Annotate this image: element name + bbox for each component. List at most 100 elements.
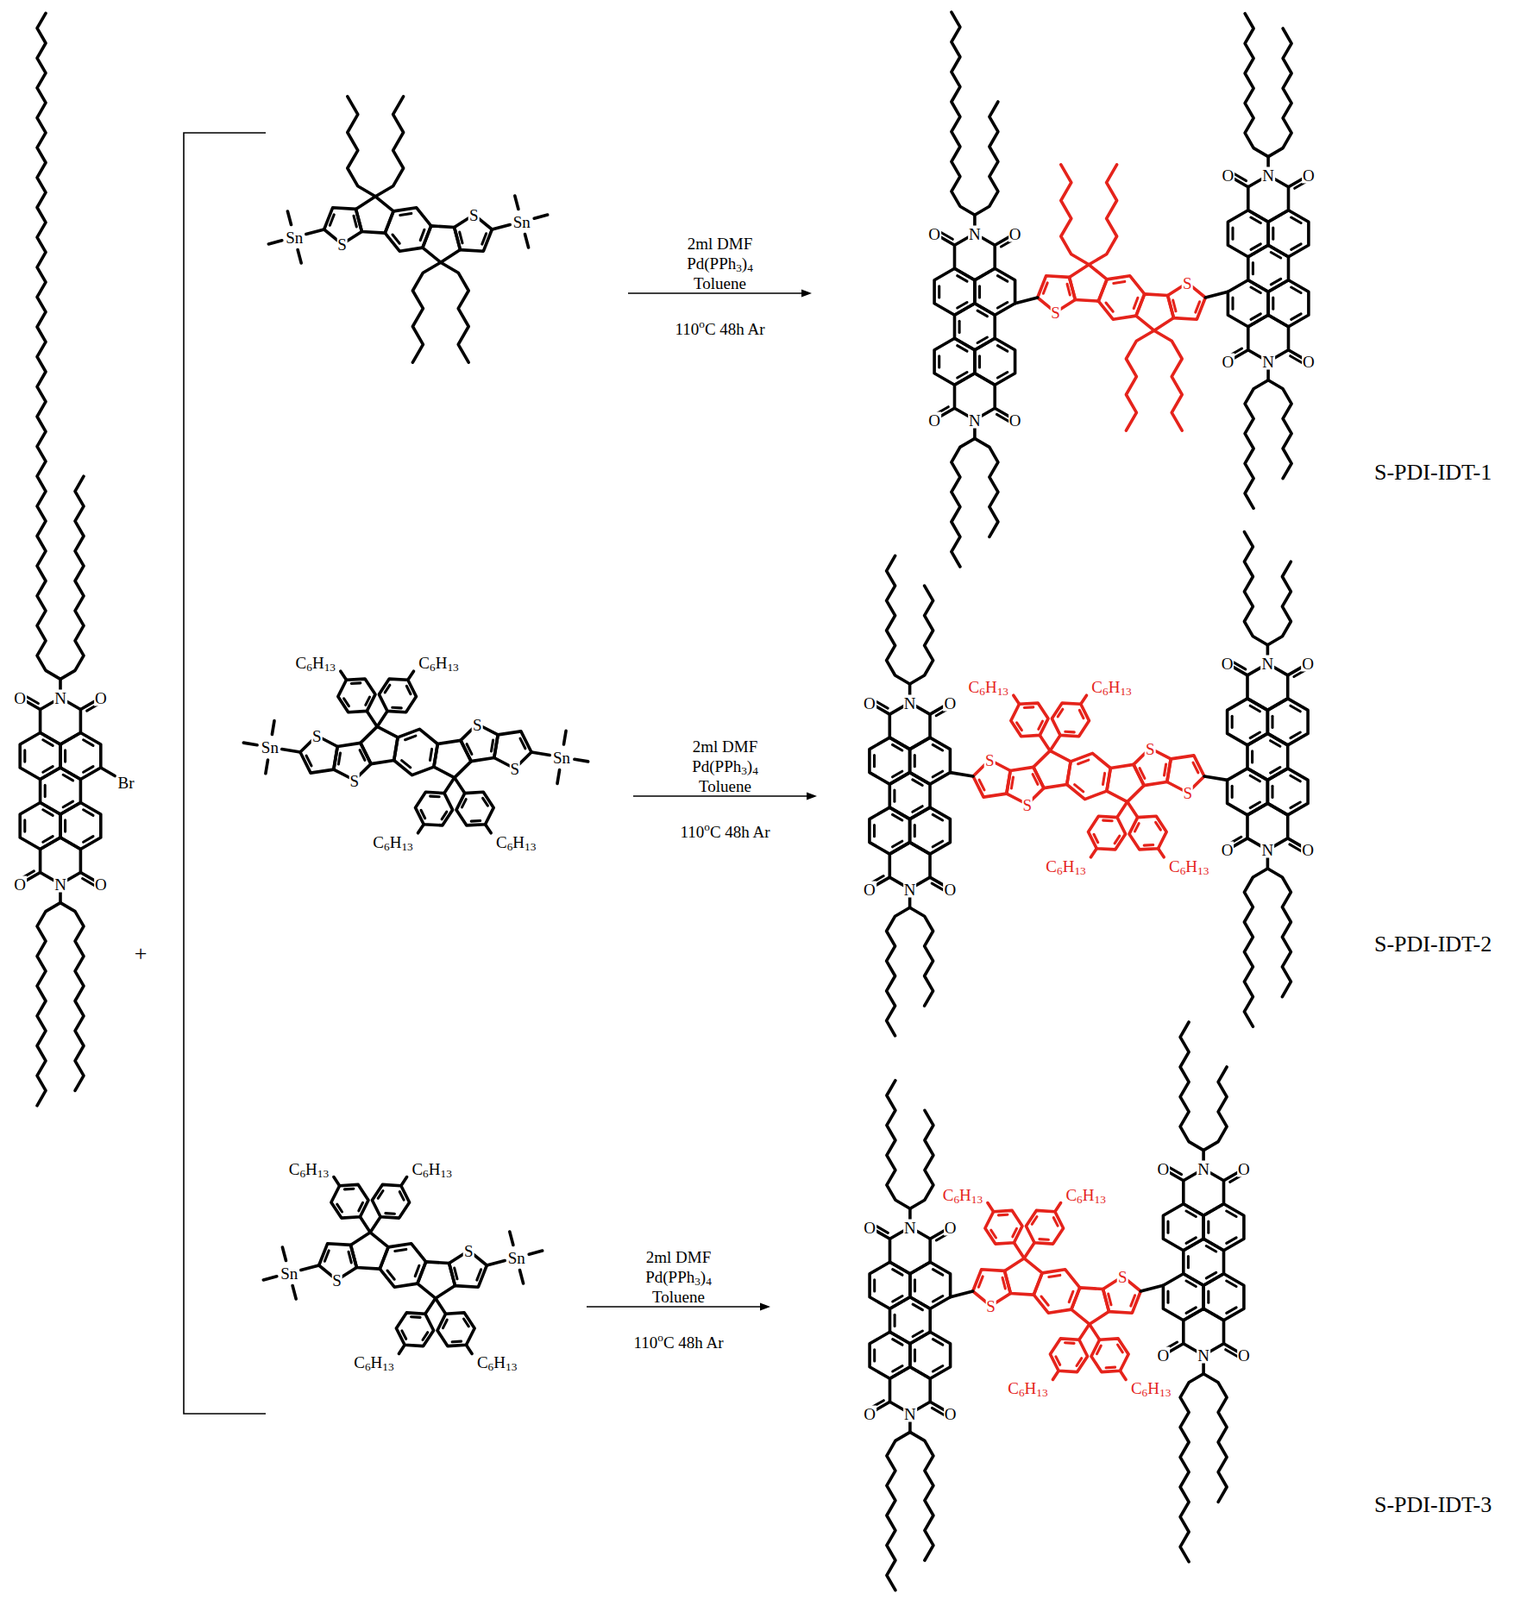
double-bond	[430, 748, 433, 761]
alkyl-chain	[1154, 330, 1182, 431]
double-bond	[422, 1332, 428, 1341]
double-bond	[873, 1280, 876, 1292]
double-bond	[351, 681, 361, 685]
double-bond	[1193, 762, 1199, 773]
double-bond	[1291, 314, 1301, 321]
alkyl-chain	[1180, 1374, 1204, 1563]
reaction-condition: 110oC 48h Ar	[632, 1334, 724, 1351]
double-bond	[443, 1319, 448, 1328]
atom-label: S	[336, 236, 348, 253]
double-bond	[1103, 772, 1106, 785]
bond-line	[1140, 1285, 1163, 1292]
atom-label: O	[1156, 1161, 1171, 1178]
bond-line	[376, 710, 388, 727]
bond-line	[949, 772, 974, 777]
bond-line	[1013, 695, 1020, 704]
double-bond	[1130, 1295, 1136, 1307]
double-bond	[957, 345, 968, 352]
reaction-condition: 110oC 48h Ar	[678, 823, 771, 841]
double-bond	[1226, 1211, 1237, 1218]
double-bond	[1231, 227, 1234, 239]
double-bond	[329, 214, 334, 226]
double-bond	[1135, 823, 1140, 832]
ring-bonds	[1025, 1210, 1063, 1244]
reaction-arrow	[633, 795, 808, 797]
double-bond	[1143, 843, 1154, 848]
bond-line	[425, 1298, 436, 1314]
ring-bonds	[1088, 816, 1126, 850]
atom-label: O	[1220, 841, 1235, 859]
alkyl-chain	[1203, 1374, 1227, 1503]
double-bond	[414, 1265, 420, 1276]
ring-bonds	[1011, 703, 1049, 737]
substituent-label: C6H13	[288, 1160, 330, 1177]
atom-label: N	[903, 880, 918, 898]
methyl-line	[268, 240, 283, 245]
double-bond	[1031, 1217, 1037, 1226]
bond-line	[435, 1298, 447, 1314]
substituent-label: C6H13	[417, 654, 459, 672]
atom-label: O	[862, 694, 877, 711]
bond-line	[301, 1265, 320, 1271]
arrow-head	[806, 792, 817, 801]
bond-line	[398, 1344, 405, 1354]
atom-label: O	[862, 880, 877, 898]
atom-label: N	[1261, 841, 1276, 859]
double-bond	[466, 744, 472, 755]
double-bond	[482, 233, 487, 245]
double-bond	[958, 320, 962, 333]
atom-label: S	[508, 760, 521, 778]
methyl-line	[564, 730, 567, 745]
methyl-line	[520, 1270, 524, 1285]
double-bond	[62, 774, 73, 781]
alkyl-chain	[886, 907, 911, 1037]
atom-label: O	[1300, 655, 1315, 673]
bond-line	[531, 752, 550, 756]
double-bond	[359, 750, 365, 761]
bond-line	[401, 1177, 408, 1187]
double-bond	[1074, 785, 1084, 792]
atom-label: N	[967, 225, 982, 242]
double-bond	[1041, 1296, 1049, 1306]
double-bond	[1067, 283, 1070, 296]
alkyl-chain	[910, 1432, 934, 1561]
atom-label: S	[1144, 740, 1156, 757]
atom-label: S	[1022, 796, 1034, 813]
atom-label: S	[311, 728, 323, 745]
substituent-label: C6H13	[1130, 1380, 1172, 1397]
double-bond	[1251, 263, 1255, 275]
alkyl-chain	[974, 438, 999, 537]
atom-label: N	[1261, 353, 1276, 371]
alkyl-chain	[375, 96, 403, 197]
double-bond	[338, 753, 340, 765]
bond-line	[1204, 776, 1228, 780]
double-bond	[441, 811, 447, 820]
methyl-line	[297, 250, 302, 264]
reactant-bracket	[183, 132, 266, 1414]
alkyl-chain	[440, 262, 469, 363]
double-bond	[83, 810, 94, 817]
atom-label: S	[331, 1272, 343, 1289]
double-bond	[1290, 705, 1301, 712]
substituent-label: C6H13	[371, 833, 414, 850]
alkyl-chain	[1180, 1022, 1204, 1151]
reaction-arrow	[586, 1306, 761, 1307]
double-bond	[1114, 835, 1120, 844]
double-bond	[1068, 1291, 1074, 1302]
double-bond	[1032, 774, 1038, 786]
ring-bonds	[456, 791, 494, 826]
double-bond	[1186, 1281, 1196, 1288]
reaction-condition: Pd(PPh3)4	[685, 255, 754, 272]
double-bond	[1290, 802, 1301, 809]
bond-line	[1013, 1243, 1024, 1259]
double-bond	[977, 310, 987, 317]
atom-label: O	[943, 1405, 958, 1422]
alkyl-chain	[886, 1432, 911, 1590]
bond-line	[370, 1217, 381, 1233]
double-bond	[893, 1314, 897, 1326]
atom-label: S	[984, 752, 996, 769]
atom-label: Sn	[507, 1250, 527, 1267]
alkyl-chain	[1244, 380, 1269, 509]
alkyl-chain	[60, 903, 84, 1092]
